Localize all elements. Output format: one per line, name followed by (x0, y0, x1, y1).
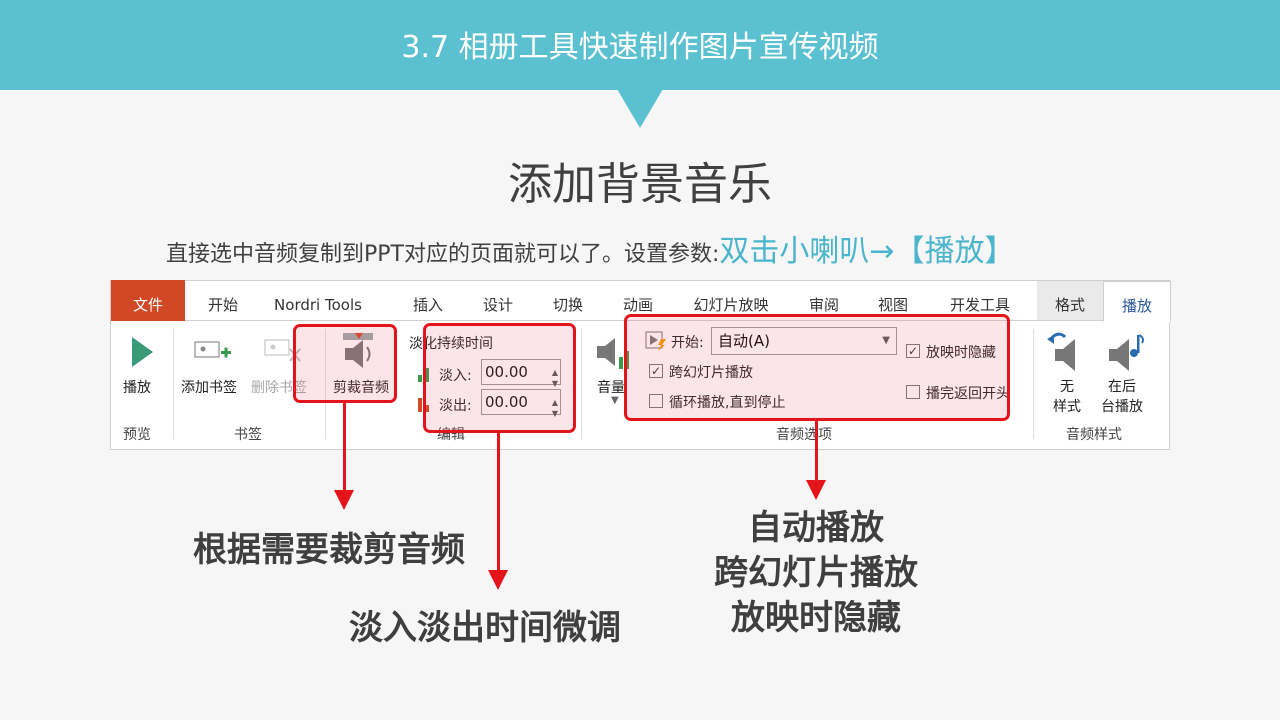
tab-animations[interactable]: 动画 (622, 296, 653, 314)
spin-down-icon[interactable]: ▼ (551, 409, 558, 418)
arrow-head-icon (488, 570, 508, 590)
rewind-after-playing-checkbox[interactable] (906, 385, 920, 399)
hide-during-show-label: 放映时隐藏 (926, 345, 996, 361)
callout-arrow-line (815, 421, 818, 483)
tab-view[interactable]: 视图 (877, 296, 908, 314)
spin-down-icon[interactable]: ▼ (551, 379, 558, 388)
loop-until-stopped-checkbox[interactable] (649, 394, 663, 408)
trim-callout-box (293, 324, 397, 403)
header-banner: 3.7 相册工具快速制作图片宣传视频 (0, 0, 1280, 90)
play-button-label[interactable]: 播放 (123, 380, 151, 396)
tab-nordri-tools[interactable]: Nordri Tools (274, 296, 362, 314)
annotation-options: 自动播放 跨幻灯片播放 放映时隐藏 (666, 506, 966, 641)
tab-home[interactable]: 开始 (207, 296, 238, 314)
group-separator (1033, 329, 1034, 439)
tab-review[interactable]: 审阅 (808, 296, 839, 314)
start-dropdown[interactable]: 自动(A) ▼ (711, 327, 897, 355)
banner-pointer (617, 89, 663, 128)
description-text: 直接选中音频复制到PPT对应的页面就可以了。设置参数: (166, 242, 720, 267)
tab-playback[interactable]: 播放 (1103, 281, 1171, 322)
group-preview-label: 预览 (123, 427, 151, 443)
callout-arrow-line (343, 403, 346, 493)
play-across-slides-label: 跨幻灯片播放 (669, 365, 753, 381)
group-separator (581, 329, 582, 439)
group-audio-styles-label: 音频样式 (1066, 427, 1122, 443)
spin-up-icon[interactable]: ▲ (551, 368, 558, 377)
play-across-slides-checkbox[interactable]: ✓ (649, 364, 663, 378)
no-style-button-label[interactable]: 无 样式 (1053, 379, 1081, 415)
slide-title: 添加背景音乐 (508, 159, 772, 210)
rewind-after-playing-label: 播完返回开头 (926, 386, 1010, 402)
trim-audio-icon (343, 333, 373, 368)
description-highlight: 双击小喇叭→【播放】 (719, 234, 1015, 269)
group-separator (325, 329, 326, 439)
chevron-down-icon: ▼ (882, 335, 890, 346)
fade-out-label: 淡出: (439, 398, 472, 414)
play-icon (132, 337, 153, 367)
tab-file[interactable]: 文件 (111, 280, 185, 321)
add-bookmark-icon (194, 341, 231, 358)
fade-out-icon (418, 398, 429, 412)
slide-description: 直接选中音频复制到PPT对应的页面就可以了。设置参数:双击小喇叭→【播放】 (166, 226, 1015, 270)
no-style-icon (1047, 332, 1075, 371)
annotation-options-line: 放映时隐藏 (731, 598, 901, 638)
start-label: 开始: (671, 335, 704, 351)
play-in-background-button-label[interactable]: 在后 台播放 (1101, 379, 1143, 415)
arrow-head-icon (334, 490, 354, 510)
volume-dropdown-icon[interactable]: ▼ (611, 395, 619, 406)
fade-in-icon (418, 368, 429, 382)
annotation-fade: 淡入淡出时间微调 (349, 608, 621, 648)
options-callout-box (624, 314, 1010, 421)
callout-arrow-line (497, 433, 500, 573)
tab-design[interactable]: 设计 (482, 296, 513, 314)
annotation-options-line: 跨幻灯片播放 (714, 553, 918, 593)
group-bookmarks-label: 书签 (234, 427, 262, 443)
fade-out-value: 00.00 (485, 393, 528, 411)
fade-callout-box (423, 323, 576, 433)
start-icon (645, 331, 666, 351)
tab-slideshow[interactable]: 幻灯片放映 (693, 296, 769, 314)
annotation-trim: 根据需要裁剪音频 (193, 530, 465, 570)
group-separator (173, 329, 174, 439)
annotation-options-line: 自动播放 (748, 508, 884, 548)
fade-duration-title: 淡化持续时间 (409, 336, 493, 352)
spin-up-icon[interactable]: ▲ (551, 398, 558, 407)
loop-until-stopped-label: 循环播放,直到停止 (669, 395, 786, 411)
tab-developer[interactable]: 开发工具 (949, 296, 1010, 314)
add-bookmark-button-label[interactable]: 添加书签 (181, 380, 237, 396)
tab-format[interactable]: 格式 (1037, 281, 1103, 320)
header-title: 3.7 相册工具快速制作图片宣传视频 (401, 30, 879, 65)
tab-transitions[interactable]: 切换 (552, 296, 583, 314)
group-audio-options-label: 音频选项 (776, 427, 832, 443)
arrow-head-icon (806, 480, 826, 500)
fade-out-input[interactable]: 00.00 ▲ ▼ (481, 389, 561, 418)
fade-in-input[interactable]: 00.00 ▲ ▼ (481, 359, 561, 388)
ribbon-tabs: 文件 开始 Nordri Tools 插入 设计 切换 动画 幻灯片放映 审阅 … (111, 280, 1171, 322)
fade-in-label: 淡入: (439, 368, 472, 384)
play-in-background-icon (1109, 334, 1144, 371)
start-dropdown-value: 自动(A) (718, 332, 770, 350)
ribbon: 文件 开始 Nordri Tools 插入 设计 切换 动画 幻灯片放映 审阅 … (110, 280, 1171, 450)
hide-during-show-checkbox[interactable]: ✓ (906, 344, 920, 358)
tab-insert[interactable]: 插入 (412, 296, 443, 314)
trim-audio-button-label[interactable]: 剪裁音频 (333, 380, 389, 396)
volume-icon (597, 338, 629, 369)
fade-in-value: 00.00 (485, 363, 528, 381)
volume-button-label[interactable]: 音量 (597, 380, 625, 396)
